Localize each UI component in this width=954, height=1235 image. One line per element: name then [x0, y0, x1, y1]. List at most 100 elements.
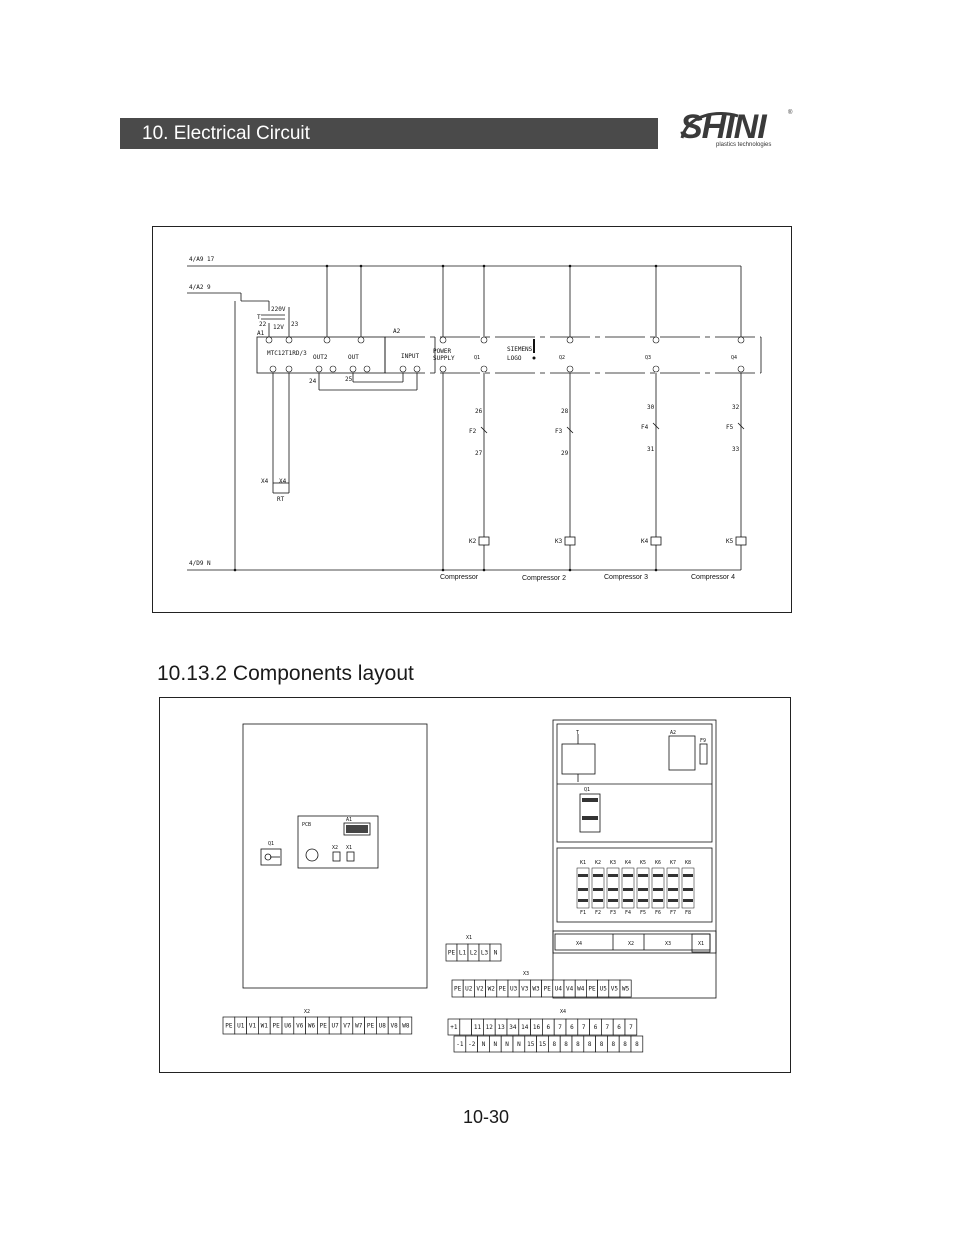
contactor-label: K1 [580, 860, 586, 866]
fuse-label: F3 [610, 910, 616, 916]
transformer-terminal: 23 [291, 321, 299, 328]
terminal-x2-cell-label: PE [367, 1023, 375, 1030]
terminal-x2-cell-label: V6 [296, 1023, 304, 1030]
terminal-x2-cell-label: U1 [237, 1023, 245, 1030]
contactor-label: K3 [555, 538, 563, 545]
terminal-x4-bottom-cell-label: 15 [539, 1041, 547, 1048]
fuse-label: F7 [670, 910, 676, 916]
terminal-x4-top-cell-label: 7 [629, 1024, 633, 1031]
pcb-label: PCB [302, 822, 311, 828]
fuse-label: F4 [641, 424, 649, 431]
terminal-strip-name: X4 [560, 1009, 566, 1015]
terminal-x4-top-cell-label: 7 [558, 1024, 562, 1031]
terminal-x2-cell-label: PE [320, 1023, 328, 1030]
logo-registered-mark: ® [788, 110, 793, 116]
contactor-label: K5 [640, 860, 646, 866]
terminal-x3-cell [619, 979, 632, 998]
display-label: A1 [346, 817, 352, 823]
transformer-primary: 220V [271, 306, 286, 313]
contactor-label: K8 [685, 860, 691, 866]
terminal-x4-bottom-cell-label: 8 [552, 1041, 556, 1048]
terminal-x3-cell-label: W4 [577, 986, 585, 993]
controller-output: OUT2 [313, 354, 328, 361]
wire-number: 32 [732, 404, 740, 411]
terminal-x4-top-cell-label: 6 [617, 1024, 621, 1031]
terminal-x4-bottom-cell-label: N [482, 1041, 486, 1048]
sensor-terminal: X4 [261, 478, 269, 485]
transformer-label: T [257, 314, 261, 321]
terminal-x2-cell-label: V7 [343, 1023, 351, 1030]
circuit-drawing: 4/A9 17 4/A2 9 4/D9 N T 220V 12V 22 23 A… [187, 256, 762, 582]
wire-label: 4/D9 N [189, 560, 211, 567]
terminal-x4-top-cell-label: 12 [486, 1024, 494, 1031]
terminal-x1-cell-label: N [494, 950, 498, 957]
section-header-bar: 10. Electrical Circuit [120, 118, 658, 149]
wire-label: 4/A2 9 [189, 284, 211, 291]
contactor-label: K7 [670, 860, 676, 866]
terminal-strip-name: X1 [466, 935, 472, 941]
plc-output: Q1 [474, 355, 480, 361]
contactor-label: K6 [655, 860, 661, 866]
sensor-label: RT [277, 496, 285, 503]
wire-number: 31 [647, 446, 655, 453]
contactor-label: K4 [641, 538, 649, 545]
terminal-x4-top-cell-label: 11 [474, 1024, 482, 1031]
terminal-x4-top-cell-label: 7 [605, 1024, 609, 1031]
wire-number: 30 [647, 404, 655, 411]
plc-power: POWER [433, 348, 451, 355]
controller-output: OUT [348, 354, 359, 361]
branch-label: Compressor 2 [522, 575, 566, 582]
terminal-x3-cell-label: PE [544, 986, 552, 993]
fuse-label: F1 [580, 910, 586, 916]
terminal-x3-cell-label: V4 [566, 986, 574, 993]
transformer-terminal: 22 [259, 321, 267, 328]
terminal-x2-cell-label: PE [225, 1023, 233, 1030]
terminal-x1-cell [489, 943, 502, 962]
terminal-x4-bottom-cell-label: 8 [588, 1041, 592, 1048]
fuse-label: F5 [726, 424, 734, 431]
sensor-label: X1 [346, 845, 352, 851]
terminal-x2-cell-label: U8 [379, 1023, 387, 1030]
fuse-label: F4 [625, 910, 631, 916]
contactor-label: K5 [726, 538, 734, 545]
terminal-x3-cell-label: W3 [532, 986, 540, 993]
terminal-x4-top-cell-label: 34 [509, 1024, 517, 1031]
terminal-x3-cell-label: V3 [521, 986, 529, 993]
wire-number: 26 [475, 408, 483, 415]
plc-brand: LOGO [507, 355, 522, 362]
wire-number: 28 [561, 408, 569, 415]
components-layout-diagram: Q1 PCB A1 X2 X1 T A2 F9 Q1 K1 K2 K3 K4 K… [159, 697, 791, 1073]
sensor-terminal: X4 [279, 478, 287, 485]
terminal-x3-cell-label: W5 [622, 986, 630, 993]
terminal-x4-bottom-cell-label: 8 [611, 1041, 615, 1048]
terminal-x4-bottom-cell-label: -1 [456, 1041, 464, 1048]
circuit-diagram: 4/A9 17 4/A2 9 4/D9 N T 220V 12V 22 23 A… [152, 226, 792, 613]
terminal-x3-cell-label: V2 [476, 986, 484, 993]
terminal-x2-cell-label: W7 [355, 1023, 363, 1030]
terminal-x2-cell-label: PE [272, 1023, 280, 1030]
terminal-x4-bottom-cell-label: 8 [600, 1041, 604, 1048]
terminal-x4-top-cell-label: 13 [497, 1024, 505, 1031]
terminal-x2-cell-label: W1 [261, 1023, 269, 1030]
transformer-label: T [576, 730, 579, 736]
terminal-x3-cell-label: PE [499, 986, 507, 993]
terminal-x4-bottom-cell-label: N [517, 1041, 521, 1048]
rail-label: X3 [665, 941, 671, 947]
terminal-x4-top-cell [459, 1018, 472, 1036]
terminal-x4-top-cell-label: +1 [450, 1024, 458, 1031]
transformer-secondary: 12V [273, 324, 284, 331]
fuse-label: F2 [595, 910, 601, 916]
terminal-x3-cell-label: PE [588, 986, 596, 993]
contactor-label: K2 [595, 860, 601, 866]
logo-wordmark: SHINI [680, 108, 767, 146]
sensor-label: X2 [332, 845, 338, 851]
plc-label: A2 [393, 328, 401, 335]
wire-number: 29 [561, 450, 569, 457]
terminal-strip-name: X2 [304, 1009, 310, 1015]
terminal-x3-cell-label: V5 [611, 986, 619, 993]
terminal-x2-cell [399, 1016, 413, 1035]
fuse-label: F2 [469, 428, 477, 435]
fuse-label: F6 [655, 910, 661, 916]
terminal-x1-cell-label: PE [448, 950, 456, 957]
terminal-x3-cell-label: U3 [510, 986, 518, 993]
